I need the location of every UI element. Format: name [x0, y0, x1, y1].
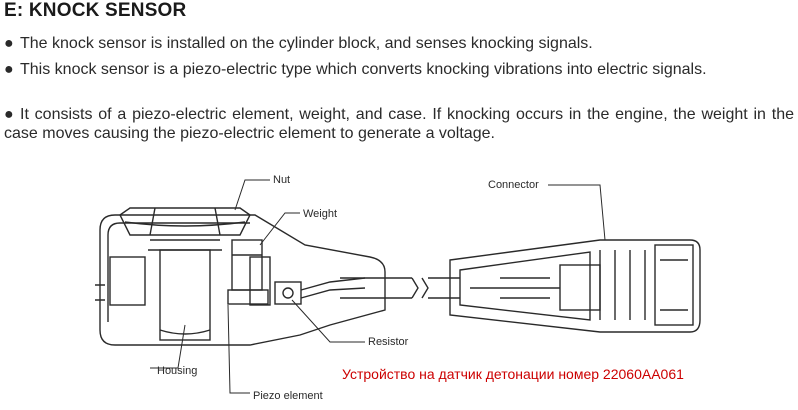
paragraph-2: ● This knock sensor is a piezo-electric t… [4, 60, 794, 79]
paragraph-1: ● The knock sensor is installed on the cy… [4, 34, 794, 53]
housing [148, 239, 222, 341]
weight [227, 239, 269, 305]
paragraph-text: This knock sensor is a piezo-electric ty… [20, 61, 707, 78]
label-resistor: Resistor [368, 336, 409, 348]
label-connector: Connector [488, 179, 539, 191]
paragraph-text: The knock sensor is installed on the cyl… [20, 35, 593, 52]
label-weight: Weight [303, 208, 337, 220]
knock-sensor-diagram: Nut Weight Connector Resistor Housing Pi… [95, 174, 701, 402]
label-housing: Housing [157, 365, 197, 377]
leader-lines [150, 179, 606, 394]
cable [340, 277, 460, 299]
connector [449, 239, 701, 333]
figure-caption: Устройство на датчик детонации номер 220… [342, 366, 684, 382]
paragraph-3: ●It consists of a piezo-electric element… [4, 105, 794, 143]
section-heading: E: KNOCK SENSOR [4, 0, 187, 21]
sensor-body [95, 214, 386, 346]
bullet-icon: ● [4, 106, 14, 123]
paragraph-text: It consists of a piezo-electric element,… [4, 106, 794, 142]
bullet-icon: ● [4, 35, 14, 52]
bullet-icon: ● [4, 61, 14, 78]
label-nut: Nut [273, 174, 290, 186]
resistor [274, 277, 366, 305]
label-piezo-element: Piezo element [253, 390, 323, 402]
nut [119, 207, 251, 236]
